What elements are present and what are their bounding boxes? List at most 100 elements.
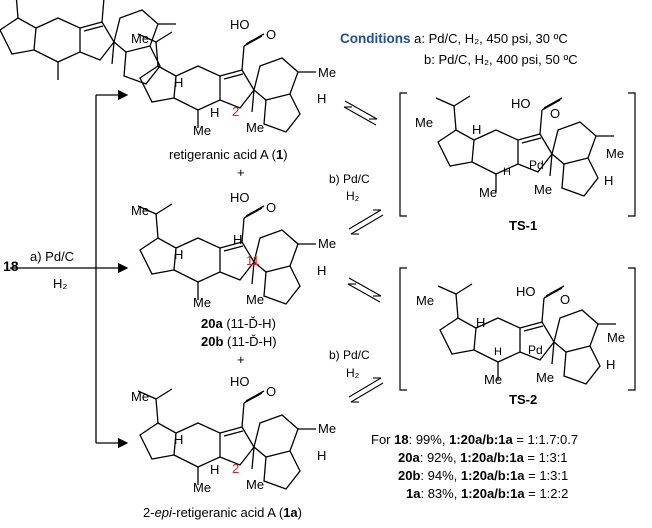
compound-1-number: 1 [275,147,284,162]
label-me-2-1: Me [193,123,212,138]
result-ratio-label-20a: 1:20a/b:1a [460,450,524,465]
result-row-20b: 20b: 94%, 1:20a/b:1a = 1:3:1 [398,468,569,483]
label-ho-ts2: HO [516,284,536,299]
result-yield-18: 99% [415,432,442,447]
result-ratio-1a: 1:2:2 [539,486,569,501]
compound-1-name: retigeranic acid A ( [169,147,276,162]
compound-1a-prefix: 2- [143,505,155,520]
label-me-4-ts1: Me [606,146,625,161]
start-gas: H₂ [53,276,68,291]
label-o-ts1: O [550,106,561,121]
compound-20b-number: 20b [201,334,224,349]
label-me-20: Me [131,203,150,218]
label-h-1a: H [174,432,184,447]
label-h-1: H [174,75,184,90]
plus-2: + [237,352,245,367]
label-h-3-1a: H [317,448,327,463]
label-h-2-ts2: H [494,346,502,358]
compound-20b-desc: (11-Ď-H) [223,334,277,349]
label-h-20: H [174,247,184,262]
step-b-reagent-1: b) Pd/C [329,172,370,186]
locant-11-20: 11 [246,253,260,268]
result-row-1a: 1a: 83%, 1:20a/b:1a = 1:2:2 [406,486,569,501]
label-h-2-1a: H [210,462,220,477]
result-ratio-label-18: 1:20a/b:1a [449,432,513,447]
result-yield-20a: 92% [426,450,453,465]
compound-1a-label: 2-epi-retigeranic acid A (1a) [143,505,302,520]
label-h-ts1: H [472,122,482,137]
compound-20a-label: 20a (11-Ď-H) [201,316,276,331]
label-ho-ts1: HO [511,96,531,111]
label-h-3-ts1: H [604,173,614,188]
step-b-gas-1: H₂ [346,189,360,203]
structure-ts1 [435,95,615,197]
label-me-2-1a: Me [193,480,212,495]
label-me-4-1a: Me [318,421,337,436]
label-o-1: O [266,27,277,42]
branch-arrows [10,89,129,449]
label-h-3-20: H [317,263,327,278]
locant-2-1: 2 [232,104,240,119]
label-h-ts2: H [476,315,486,330]
result-compound-18: 18 [394,432,409,447]
condition-b: b: Pd/C, H₂, 400 psi, 50 ºC [424,52,578,67]
conditions-line-a: Conditions a: Pd/C, H₂, 450 psi, 30 ºC [340,31,568,46]
ts1-label: TS-1 [509,218,538,233]
label-ho-1: HO [230,17,250,32]
label-h-3-ts2: H [606,357,616,372]
result-compound-20a: 20a [398,450,420,465]
label-pd-ts2: Pd [528,343,543,357]
locant-2-1a: 2 [232,461,240,476]
label-me-4-ts2: Me [607,330,626,345]
condition-a: a: Pd/C, H₂, 450 psi, 30 ºC [414,31,568,46]
label-me-2-ts1: Me [479,185,498,200]
equilibrium-arrows [343,100,384,403]
label-me-3-1: Me [246,120,265,135]
label-o-ts2: O [560,292,571,307]
label-me-3-1a: Me [246,477,265,492]
ts-brackets [399,92,636,391]
skeleton-template [0,0,176,85]
label-me-ts2: Me [416,293,435,308]
result-row-18: For 18: 99%, 1:20a/b:1a = 1:1.7:0.7 [371,432,579,447]
step-b-gas-2: H₂ [346,366,360,380]
compound-1a-close: ) [297,505,303,520]
label-h-2-ts1: H [503,166,511,178]
result-ratio-18: 1:1.7:0.7 [527,432,579,447]
compound-20a-desc: (11-Ď-H) [222,316,276,331]
start-compound: 18 [3,258,19,274]
plus-1: + [237,165,245,180]
label-me-4-1: Me [318,65,337,80]
results-prefix: For [371,432,395,447]
compound-1-close: ) [283,147,288,162]
compound-1a-epi: epi [154,505,172,520]
conditions-heading: Conditions [340,31,411,46]
result-ratio-20a: 1:3:1 [538,450,568,465]
label-ho-20: HO [230,190,250,205]
structure-2-epi-retigeranic-acid-a [137,388,317,490]
compound-1-label: retigeranic acid A (1) [169,147,288,162]
label-me-3-ts1: Me [534,182,553,197]
start-reagent: a) Pd/C [30,249,75,264]
result-yield-1a: 83% [427,486,454,501]
label-me-1a: Me [131,389,150,404]
structure-retigeranic-acid-a [137,31,317,133]
label-me-3-20: Me [246,292,265,307]
result-ratio-label-20b: 1:20a/b:1a [460,468,525,483]
result-yield-20b: 94% [427,468,454,483]
compound-1a-number: 1a [283,505,298,520]
label-me-3-ts2: Me [536,370,555,385]
label-me-4-20: Me [318,236,337,251]
label-h-2-20: H [233,232,243,247]
label-me-2-20: Me [193,295,212,310]
compound-20a-number: 20a [201,316,223,331]
label-h-3-1: H [317,91,327,106]
label-o-20: O [266,200,277,215]
label-o-1a: O [266,384,277,399]
result-row-20a: 20a: 92%, 1:20a/b:1a = 1:3:1 [398,450,568,465]
result-ratio-20b: 1:3:1 [539,468,569,483]
compound-1a-name: -retigeranic acid A ( [171,505,284,520]
label-me-1: Me [131,31,150,46]
result-ratio-label-1a: 1:20a/b:1a [460,486,525,501]
